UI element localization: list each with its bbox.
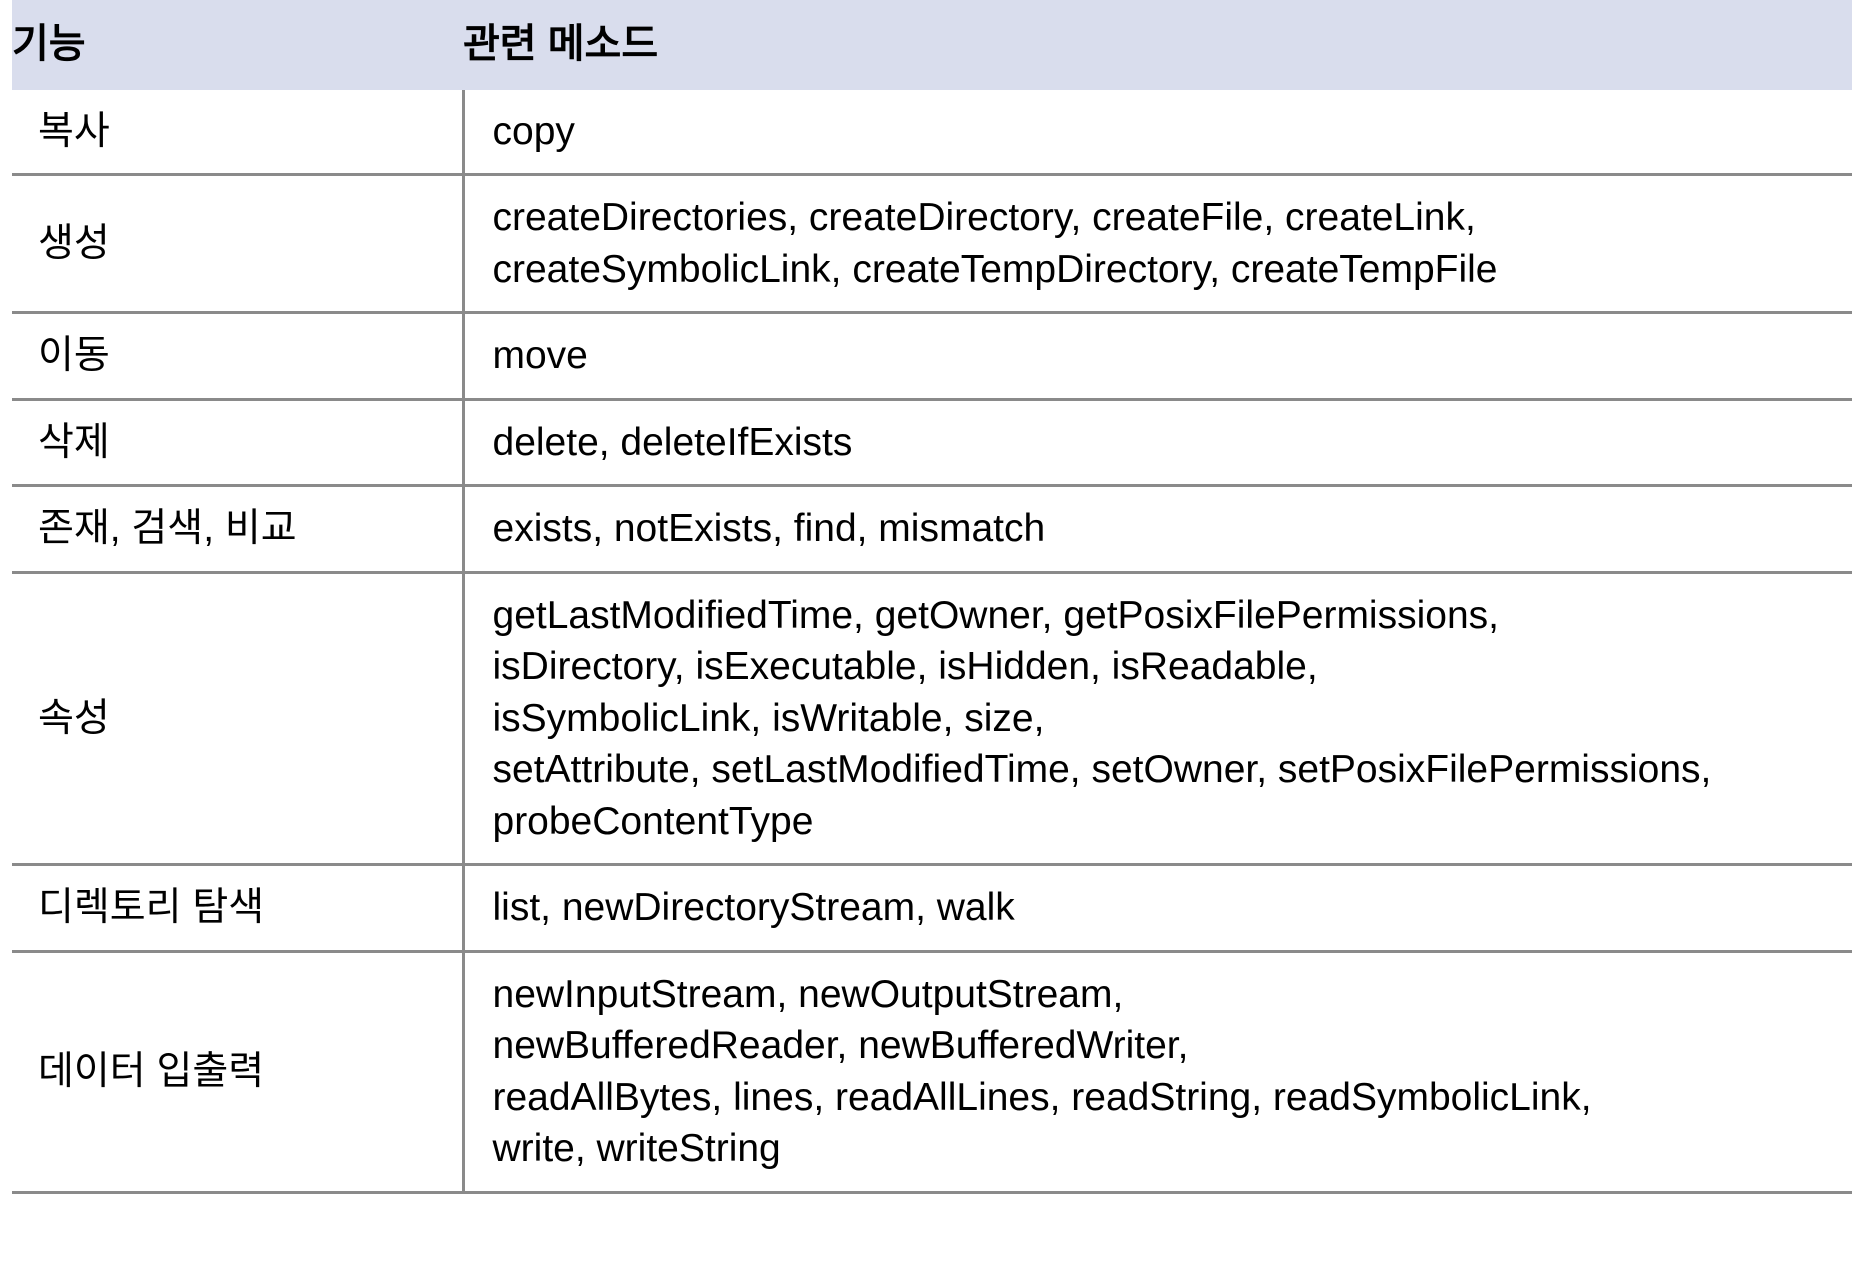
feature-label: 복사 (38, 110, 110, 153)
method-line: move (492, 334, 588, 378)
column-header-feature: 기능 (12, 0, 463, 90)
cell-methods: delete, deleteIfExists (461, 397, 1852, 486)
method-line: newInputStream, newOutputStream, (492, 972, 1124, 1016)
header-row: 기능 관련 메소드 (12, 0, 1852, 90)
cell-feature: 속성 (12, 570, 463, 865)
cell-methods: move (461, 311, 1852, 400)
table-row: 생성 createDirectories, createDirectory, cr… (12, 173, 1852, 313)
method-line: getLastModifiedTime, getOwner, getPosixF… (492, 593, 1499, 637)
method-line: createDirectories, createDirectory, crea… (492, 196, 1476, 240)
feature-label: 데이터 입출력 (38, 1049, 265, 1093)
method-line: delete, deleteIfExists (492, 420, 853, 464)
column-header-methods: 관련 메소드 (463, 0, 1852, 90)
method-line: exists, notExists, find, mismatch (492, 507, 1046, 551)
feature-label: 이동 (38, 334, 110, 378)
cell-methods: copy (461, 90, 1852, 175)
cell-feature: 존재, 검색, 비교 (12, 484, 463, 573)
method-line: readAllBytes, lines, readAllLines, readS… (492, 1075, 1592, 1119)
method-line: setAttribute, setLastModifiedTime, setOw… (492, 748, 1712, 792)
method-line: createSymbolicLink, createTempDirectory,… (492, 247, 1498, 291)
cell-methods: createDirectories, createDirectory, crea… (461, 173, 1852, 313)
method-line: isSymbolicLink, isWritable, size, (492, 696, 1045, 740)
method-line: copy (492, 110, 575, 153)
cell-methods: newInputStream, newOutputStream, newBuffe… (461, 949, 1852, 1194)
cell-methods: getLastModifiedTime, getOwner, getPosixF… (461, 570, 1852, 865)
method-line: write, writeString (492, 1127, 781, 1171)
cell-feature: 생성 (12, 173, 463, 313)
table-row: 디렉토리 탐색 list, newDirectoryStream, walk (12, 863, 1852, 952)
cell-feature: 이동 (12, 311, 463, 400)
feature-label: 존재, 검색, 비교 (38, 507, 297, 551)
cell-feature: 삭제 (12, 397, 463, 486)
table-row: 속성 getLastModifiedTime, getOwner, getPosi… (12, 570, 1852, 865)
table-row: 이동 move (12, 311, 1852, 400)
feature-label: 디렉토리 탐색 (38, 886, 265, 930)
methods-table: 기능 관련 메소드 복사 copy 생성 createDirectories, cre… (12, 0, 1852, 1194)
feature-label: 속성 (38, 696, 110, 740)
table-header: 기능 관련 메소드 (12, 0, 1852, 90)
method-line: isDirectory, isExecutable, isHidden, isR… (492, 645, 1318, 689)
cell-feature: 디렉토리 탐색 (12, 863, 463, 952)
table-row: 삭제 delete, deleteIfExists (12, 397, 1852, 486)
table-body: 복사 copy 생성 createDirectories, createDirecto… (12, 90, 1852, 1194)
cell-methods: exists, notExists, find, mismatch (461, 484, 1852, 573)
table-row: 복사 copy (12, 90, 1852, 175)
cell-methods: list, newDirectoryStream, walk (461, 863, 1852, 952)
method-line: newBufferedReader, newBufferedWriter, (492, 1024, 1189, 1068)
cell-feature: 복사 (12, 90, 463, 175)
cell-feature: 데이터 입출력 (12, 949, 463, 1194)
table-row: 존재, 검색, 비교 exists, notExists, find, misma… (12, 484, 1852, 573)
method-line: probeContentType (492, 799, 814, 843)
method-line: list, newDirectoryStream, walk (492, 886, 1015, 930)
feature-label: 삭제 (38, 420, 110, 464)
feature-label: 생성 (38, 222, 110, 266)
